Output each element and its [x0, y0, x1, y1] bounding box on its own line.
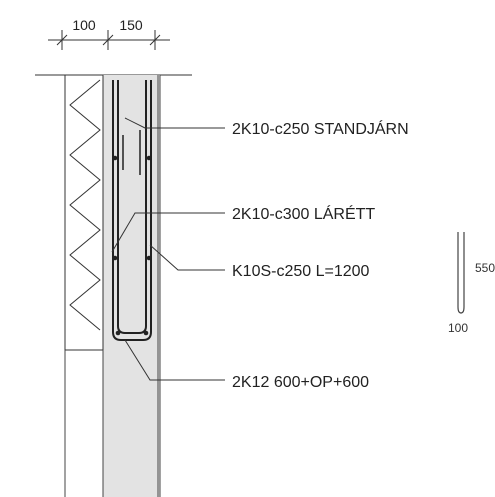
- rebar-dots: [112, 155, 152, 336]
- top-dimension: [48, 30, 170, 50]
- leader-lines: [111, 117, 225, 381]
- insulation-panel: [64, 75, 104, 350]
- label-k12: 2K12 600+OP+600: [232, 374, 369, 391]
- label-larett: 2K10-c300 LÁRÉTT: [232, 204, 375, 223]
- vertical-rebar: [122, 130, 141, 175]
- u-bar-rebar: [112, 80, 152, 341]
- dimension-detail-100: 100: [448, 321, 468, 335]
- dimension-550: 550: [475, 261, 495, 275]
- dimension-150: 150: [119, 17, 143, 33]
- wall-lines: [64, 75, 161, 497]
- u-bar-detail: [457, 232, 465, 314]
- dimension-100: 100: [72, 17, 96, 33]
- label-standjarn: 2K10-c250 STANDJÁRN: [232, 119, 409, 138]
- label-k10s: K10S-c250 L=1200: [232, 263, 370, 280]
